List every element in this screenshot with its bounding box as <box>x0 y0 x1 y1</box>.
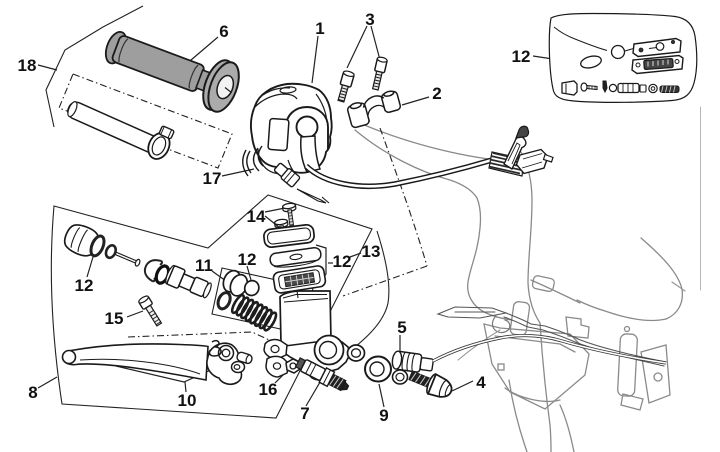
svg-text:12: 12 <box>238 250 257 269</box>
svg-text:14: 14 <box>247 207 266 226</box>
svg-text:17: 17 <box>203 169 222 188</box>
svg-text:9: 9 <box>379 406 388 425</box>
svg-text:13: 13 <box>362 242 381 261</box>
svg-text:4: 4 <box>476 373 486 392</box>
svg-text:18: 18 <box>18 56 37 75</box>
svg-text:12: 12 <box>512 47 531 66</box>
svg-text:15: 15 <box>105 309 124 328</box>
svg-text:3: 3 <box>365 10 374 29</box>
svg-text:10: 10 <box>178 391 197 410</box>
svg-text:2: 2 <box>432 84 441 103</box>
svg-text:1: 1 <box>315 19 324 38</box>
svg-text:12: 12 <box>333 252 352 271</box>
svg-text:6: 6 <box>219 22 228 41</box>
svg-text:12: 12 <box>75 276 94 295</box>
svg-text:5: 5 <box>397 318 406 337</box>
svg-text:7: 7 <box>300 404 309 423</box>
svg-text:8: 8 <box>28 383 37 402</box>
svg-text:11: 11 <box>195 256 213 275</box>
svg-text:16: 16 <box>259 380 278 399</box>
